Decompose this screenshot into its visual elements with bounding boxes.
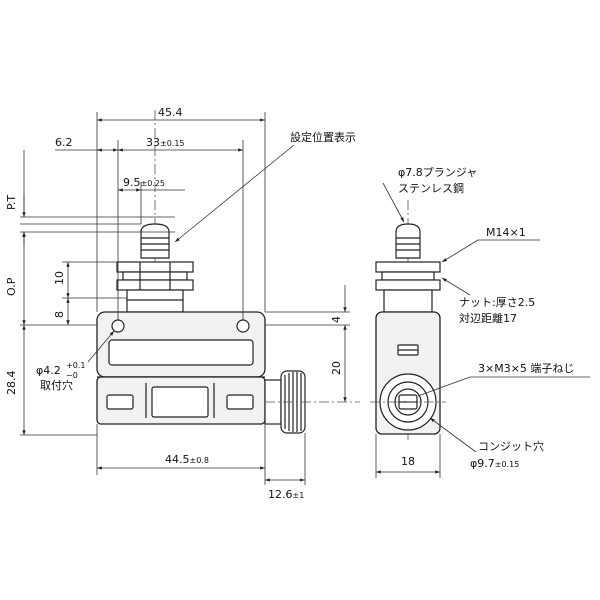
label-terminal-screw: 3×M3×5 端子ねじ: [478, 362, 574, 375]
label-conduit-line1: コンジット穴: [478, 439, 544, 453]
dim-nut-height: 10: [53, 271, 66, 285]
dim-collar-height: 8: [53, 311, 66, 318]
dim-base-width: 44.5±0.8: [165, 453, 209, 466]
dim-plunger-offset: 9.5±0.25: [123, 176, 165, 189]
mounting-hole-right: [236, 319, 250, 333]
dim-body-height: 28.4: [5, 371, 18, 396]
plunger: [140, 223, 170, 259]
front-view: 45.4 6.2 33±0.15 9.5±0.25 P.T O.P 28.4 1: [5, 106, 360, 501]
dim-top-margin: 4: [330, 316, 343, 323]
label-conduit-dia: φ9.7±0.15: [470, 457, 519, 470]
hex-nut: [116, 261, 194, 291]
side-hex-nut: [375, 261, 441, 291]
dim-op: O.P: [5, 277, 18, 296]
label-nut-line2: 対辺距離17: [459, 311, 517, 325]
label-set-position: 設定位置表示: [290, 130, 356, 144]
threaded-neck: [126, 289, 184, 313]
dim-side-width: 18: [401, 455, 415, 468]
label-plunger-line1: φ7.8プランジャ: [398, 166, 477, 179]
label-plunger-line2: ステンレス鋼: [398, 181, 464, 195]
label-nut-line1: ナット:厚さ2.5: [459, 296, 535, 309]
side-threaded-neck: [383, 289, 433, 313]
dim-pt: P.T: [5, 195, 18, 210]
dim-left-offset: 6.2: [55, 136, 73, 149]
dim-hole-pitch: 33±0.15: [146, 136, 185, 149]
dim-overall-width: 45.4: [158, 106, 183, 119]
side-view: 18 φ7.8プランジャ ステンレス鋼 M14×1 ナット:厚さ2.5 対辺距離…: [370, 166, 590, 478]
label-hole-tol-upper: +0.1: [66, 361, 85, 370]
label-hole-desc: 取付穴: [40, 378, 73, 392]
dim-conduit-length: 12.6±1: [268, 488, 304, 501]
mounting-hole-left: [111, 319, 125, 333]
label-hole-dia: φ4.2: [36, 364, 61, 377]
switch-body: [96, 311, 266, 378]
dim-terminal-height: 20: [330, 361, 343, 375]
label-thread: M14×1: [486, 226, 526, 239]
side-plunger: [395, 223, 421, 259]
label-hole-tol-lower: −0: [66, 371, 78, 380]
switch-base: [96, 376, 266, 425]
